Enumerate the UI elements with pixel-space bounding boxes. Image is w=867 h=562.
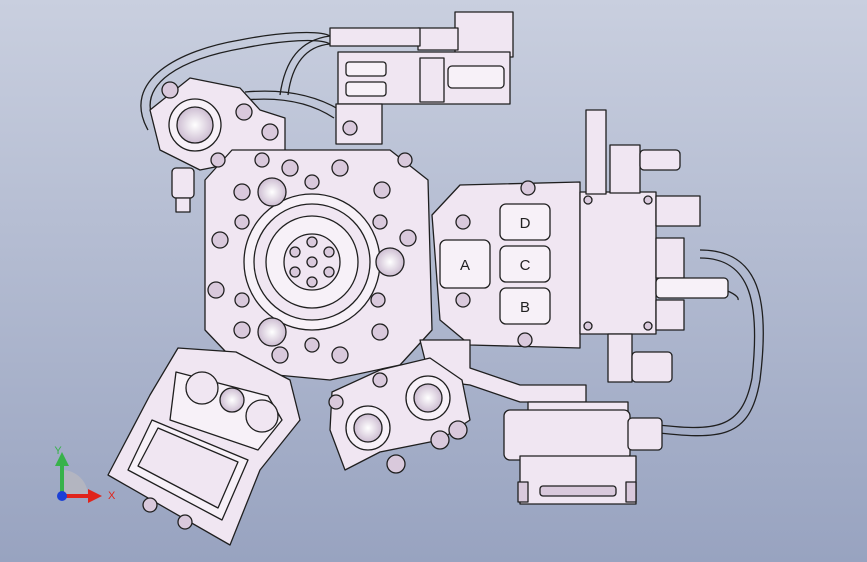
y-axis-label: Y	[54, 445, 62, 457]
bottom-right-module	[503, 401, 663, 505]
x-axis-arrowhead	[88, 489, 102, 503]
bottom-left-gripper	[107, 347, 301, 546]
y-axis-arrowhead	[55, 452, 69, 466]
x-axis-label: X	[108, 490, 116, 502]
control-block	[431, 180, 581, 349]
button-label-c: C	[520, 257, 531, 274]
triad-rotation-arc	[62, 470, 88, 496]
button-label-a: A	[460, 257, 470, 274]
left-valve-assembly	[149, 77, 286, 213]
solenoid-block	[579, 109, 729, 383]
button-label-d: D	[520, 215, 531, 232]
coordinate-triad: Y X	[54, 445, 116, 503]
bottom-center-modules	[328, 357, 471, 474]
button-label-b: B	[520, 299, 530, 316]
main-turret-body	[204, 149, 433, 381]
origin-marker	[57, 491, 67, 501]
top-valve-assembly	[329, 11, 514, 145]
